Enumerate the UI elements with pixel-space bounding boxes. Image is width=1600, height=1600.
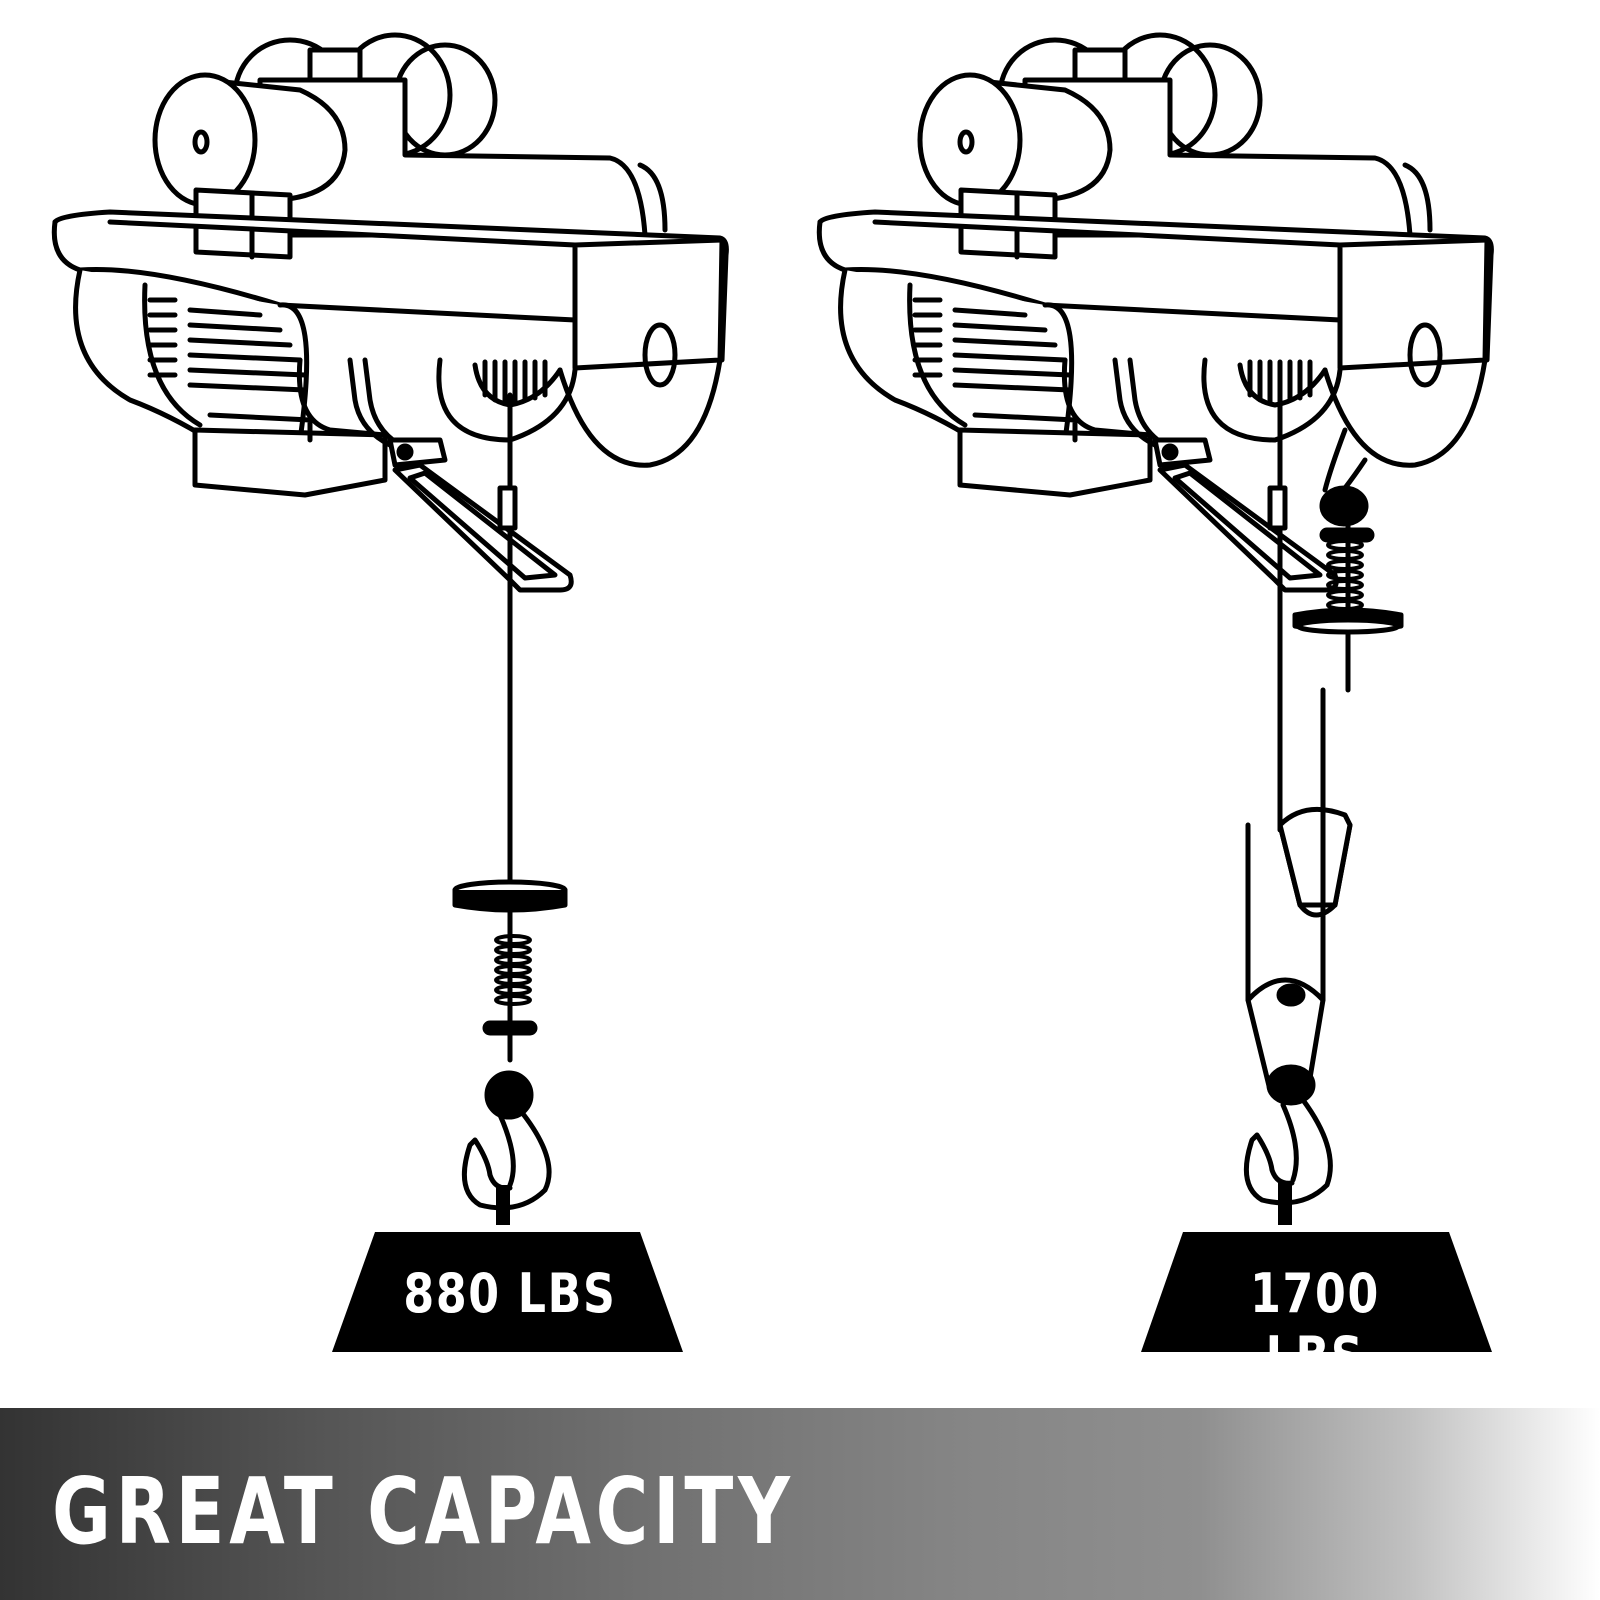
hoist-illustrations <box>51 32 1494 1352</box>
capacity-label-880: 880 LBS <box>403 1262 617 1325</box>
weight-block-880 <box>332 1232 683 1352</box>
feature-banner: GREAT CAPACITY <box>0 1408 1600 1600</box>
hoist-1700-drawing <box>816 32 1494 1225</box>
hoist-880-drawing <box>51 32 729 1225</box>
weight-block-1700 <box>1141 1232 1492 1352</box>
banner-title: GREAT CAPACITY <box>52 1458 795 1565</box>
capacity-label-1700: 1700 LBS <box>1250 1262 1380 1388</box>
